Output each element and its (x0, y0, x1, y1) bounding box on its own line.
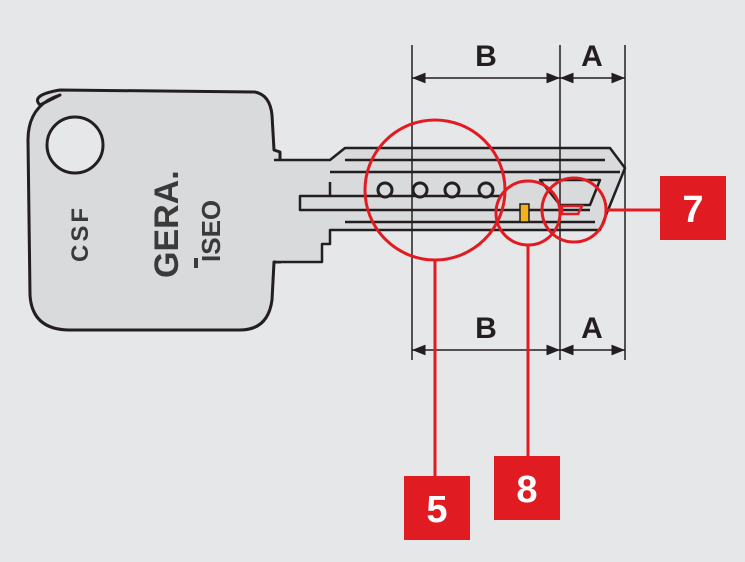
tip-mark (560, 204, 585, 216)
key-hole (45, 115, 105, 175)
engraving-gera: GERA. (148, 170, 186, 278)
dimple-hole (477, 181, 495, 199)
callout-badge-5: 5 (404, 476, 470, 540)
bottom-dimension-a-label: A (581, 312, 603, 345)
extension-lines (411, 45, 626, 360)
engraving-csf: CSF (67, 205, 94, 262)
dimple-hole (376, 181, 394, 199)
engraving-iseo: ISEO (196, 200, 226, 262)
leader-lines (433, 208, 660, 476)
callout-badge-7: 7 (660, 176, 726, 240)
dimple-hole (443, 181, 461, 199)
callout-label-7: 7 (682, 189, 703, 231)
dimple-hole (411, 181, 429, 199)
callout-label-5: 5 (426, 489, 447, 531)
pin-marker (519, 203, 530, 223)
bottom-dimension-b-label: B (475, 312, 497, 345)
callout-badge-8: 8 (494, 456, 560, 520)
callout-label-8: 8 (516, 469, 537, 511)
dimple-holes (376, 181, 495, 199)
top-dimension-b-label: B (475, 40, 497, 73)
top-dimension-a-label: A (581, 40, 603, 73)
